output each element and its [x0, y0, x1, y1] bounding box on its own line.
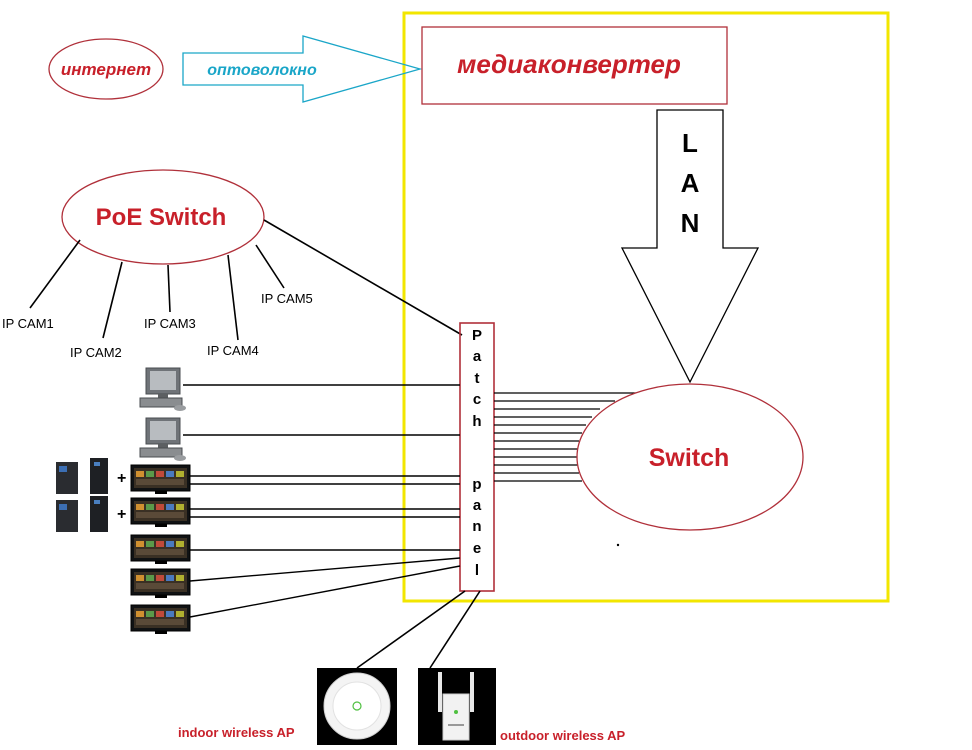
- poe-switch-label: PoE Switch: [96, 204, 227, 231]
- panel-letter: a: [473, 497, 482, 514]
- switch-label: Switch: [649, 444, 730, 472]
- tv-icon: [130, 604, 191, 634]
- patch-letter: a: [473, 348, 482, 365]
- tv-icon: [130, 568, 191, 598]
- ap-line: [429, 590, 481, 669]
- switch-node: [576, 383, 804, 531]
- indoor-ap-icon: [317, 668, 397, 745]
- dot-mark: [616, 543, 620, 547]
- fiber-arrow: [182, 35, 423, 103]
- panel-letter: l: [475, 562, 479, 579]
- set-top-box-icon: [56, 458, 108, 494]
- camera-label: IP CAM3: [144, 316, 196, 331]
- tv-line: [189, 565, 461, 618]
- desktop-pc-icon: [139, 417, 186, 461]
- panel-letter: p: [472, 476, 481, 493]
- patch-letter: P: [472, 327, 482, 344]
- camera-label: IP CAM5: [261, 291, 313, 306]
- lan-arrow: [620, 109, 760, 384]
- camera-line: [102, 261, 123, 339]
- camera-line: [227, 254, 239, 341]
- tv-icon: [130, 497, 191, 527]
- set-top-box-icon: [56, 496, 108, 532]
- patch-letter: h: [472, 413, 481, 430]
- lan-letter: L: [682, 128, 698, 158]
- patch-letter: t: [475, 370, 480, 387]
- ap-line: [356, 590, 466, 669]
- camera-line: [29, 239, 81, 309]
- panel-letter: e: [473, 540, 481, 557]
- camera-label: IP CAM2: [70, 345, 122, 360]
- tv-icon: [130, 464, 191, 494]
- camera-line: [167, 264, 171, 313]
- plus-sign: +: [117, 506, 126, 523]
- internet-label: интернет: [61, 60, 151, 79]
- building-boundary: [402, 11, 890, 603]
- panel-letter: n: [472, 518, 481, 535]
- lan-letter: A: [681, 168, 700, 198]
- patch-switch-cables: [494, 392, 640, 482]
- camera-label: IP CAM1: [2, 316, 54, 331]
- plus-sign: +: [117, 470, 126, 487]
- tv-icon: [130, 534, 191, 564]
- camera-label: IP CAM4: [207, 343, 259, 358]
- patch-letter: c: [473, 391, 481, 408]
- outdoor-ap-icon: [418, 668, 496, 745]
- internet-node: [48, 38, 164, 100]
- indoor-ap-label: indoor wireless AP: [178, 725, 295, 740]
- media-converter-box: [421, 26, 728, 105]
- poe-switch-node: [61, 169, 265, 265]
- camera-line: [255, 244, 285, 289]
- poe-uplink-line: [263, 219, 463, 336]
- desktop-pc-icon: [139, 367, 186, 411]
- media-converter-label: медиаконвертер: [457, 49, 681, 79]
- tv-line: [189, 557, 461, 582]
- fiber-label: оптоволокно: [207, 62, 317, 79]
- outdoor-ap-label: outdoor wireless AP: [500, 728, 626, 743]
- lan-letter: N: [681, 208, 700, 238]
